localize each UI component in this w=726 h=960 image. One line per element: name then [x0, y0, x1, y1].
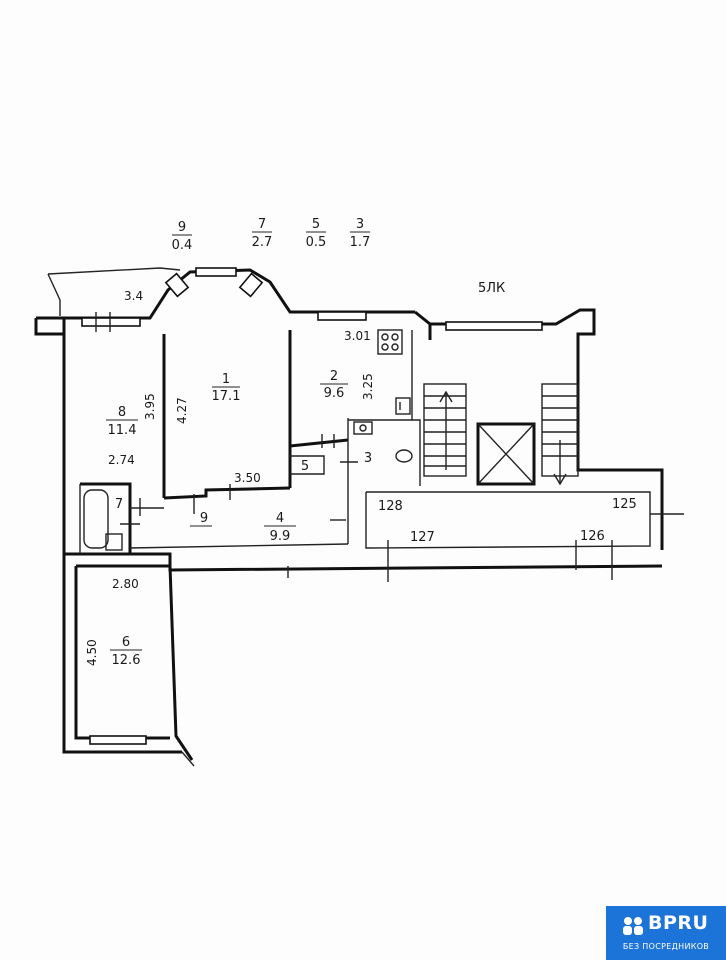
room-2-number: 2	[330, 369, 338, 384]
room-1-number: 1	[222, 372, 230, 387]
neighbor-126: 126	[580, 529, 605, 544]
legend-area-5: 0.5	[306, 235, 327, 250]
stove-icon	[377, 329, 403, 355]
legend-num-9: 9	[178, 220, 186, 235]
room-4-area: 9.9	[270, 529, 291, 544]
dimension-3-4: 3.4	[124, 289, 143, 303]
room-8-number: 8	[118, 405, 126, 420]
windows	[81, 267, 543, 745]
dimension-3-01: 3.01	[344, 329, 371, 343]
room-legend: 9 0.4 7 2.7 5 0.5 3 1.7	[172, 217, 371, 253]
legend-area-9: 0.4	[172, 238, 193, 253]
room-9-number: 9	[200, 511, 208, 526]
washbasin-icon	[395, 449, 413, 463]
room-4-number: 4	[276, 511, 284, 526]
room-8-area: 11.4	[108, 423, 137, 438]
logo-brand: BPRU	[648, 912, 709, 934]
dimension-3-95: 3.95	[143, 393, 157, 420]
dimension-ticks	[95, 312, 684, 582]
floor-label: 5ЛК	[478, 281, 505, 296]
floor-plan: 9 0.4 7 2.7 5 0.5 3 1.7 5ЛК 1 17.1 2 9.6…	[34, 217, 684, 767]
room-3-number: 3	[364, 451, 372, 466]
toilet-icon	[353, 421, 373, 435]
room-6-area: 12.6	[112, 653, 141, 668]
neighbor-125: 125	[612, 497, 637, 512]
dimension-2-74: 2.74	[108, 453, 135, 467]
dimension-3-50: 3.50	[234, 471, 261, 485]
room-2-area: 9.6	[324, 386, 345, 401]
staircase	[423, 383, 579, 486]
legend-num-3: 3	[356, 217, 364, 232]
dimension-labels: 3.4 3.01 3.25 3.95 4.27 2.74 3.50 2.80 4…	[85, 289, 375, 666]
room-5-number: 5	[301, 459, 309, 474]
room-labels: 1 17.1 2 9.6 4 9.9 6 12.6 8 11.4 3 5 7 9	[106, 369, 372, 668]
dimension-4-50: 4.50	[85, 639, 99, 666]
logo-tagline: БЕЗ ПОСРЕДНИКОВ	[622, 942, 710, 951]
people-icon	[623, 917, 643, 935]
elevator-shaft	[476, 422, 536, 486]
room-6-number: 6	[122, 635, 130, 650]
neighbor-127: 127	[410, 530, 435, 545]
legend-area-3: 1.7	[350, 235, 371, 250]
legend-num-5: 5	[312, 217, 320, 232]
room-7-number: 7	[115, 497, 123, 512]
bpru-logo: BPRU БЕЗ ПОСРЕДНИКОВ	[606, 906, 726, 960]
legend-num-7: 7	[258, 217, 266, 232]
dimension-3-25: 3.25	[361, 373, 375, 400]
sink-icon	[395, 397, 411, 415]
inner-walls	[79, 330, 651, 554]
legend-area-7: 2.7	[252, 235, 273, 250]
bathtub-icon	[83, 489, 123, 551]
dimension-2-80: 2.80	[112, 577, 139, 591]
neighbor-labels: 125 126 127 128	[378, 497, 637, 545]
dimension-4-27: 4.27	[175, 397, 189, 424]
neighbor-128: 128	[378, 499, 403, 514]
room-1-area: 17.1	[212, 389, 241, 404]
